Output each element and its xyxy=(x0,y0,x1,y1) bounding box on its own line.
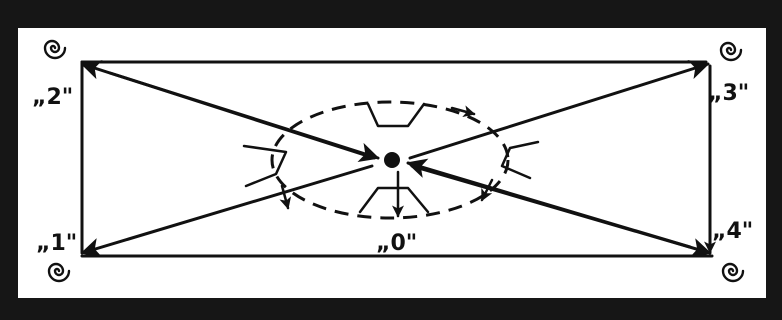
label-center-0: „0" xyxy=(376,231,417,256)
label-point-3: „3" xyxy=(708,81,749,106)
label-point-4: „4" xyxy=(712,219,753,244)
label-point-2: „2" xyxy=(32,85,73,110)
label-point-1: „1" xyxy=(36,231,77,256)
center-dot xyxy=(384,152,400,168)
